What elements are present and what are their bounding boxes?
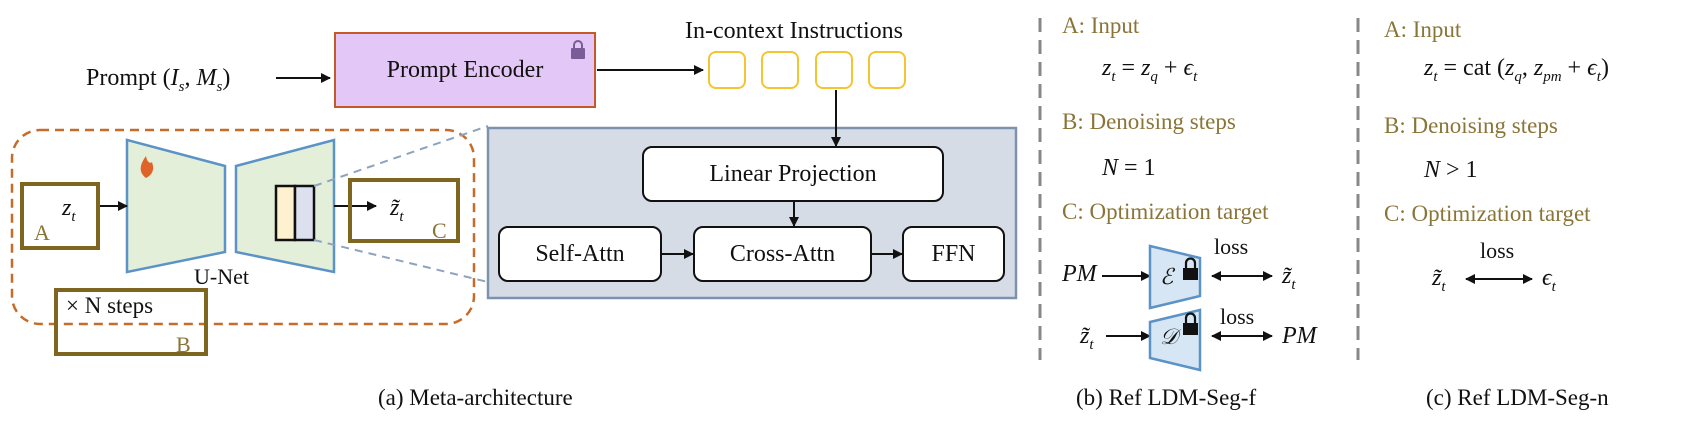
z-tilde-label: z̃t (390, 195, 404, 225)
z-tilde-c: z̃t (1432, 265, 1446, 295)
instruction-token (761, 51, 799, 89)
panel-c-steps-label: B: Denoising steps (1384, 113, 1558, 138)
cross-attn-label: Cross-Attn (729, 240, 836, 267)
pm-target: PM (1282, 323, 1317, 349)
panel-c-steps-eq: N > 1 (1424, 157, 1478, 183)
panel-b-input-label: A: Input (1062, 13, 1140, 38)
pm-label: PM (1062, 261, 1097, 287)
panel-c-input-eq: zt = cat (zq, zpm + ϵt) (1424, 55, 1609, 85)
ffn-block: FFN (902, 226, 1005, 282)
input-box-a (20, 182, 100, 250)
decoder-symbol: 𝒟 (1160, 324, 1178, 349)
self-attn-block: Self-Attn (498, 226, 662, 282)
box-a-letter: A (34, 220, 50, 245)
caption-b: (b) Ref LDM-Seg-f (1076, 385, 1257, 410)
self-attn-label: Self-Attn (535, 240, 625, 267)
box-b-letter: B (176, 332, 191, 357)
vae-encoder-shape (1148, 244, 1202, 310)
lock-icon (1183, 312, 1198, 335)
z-tilde-source: z̃t (1080, 323, 1094, 353)
epsilon-target: ϵt (1542, 265, 1556, 295)
z-tilde-target: z̃t (1282, 263, 1296, 293)
panel-b-target-label: C: Optimization target (1062, 199, 1269, 224)
encoder-symbol: ℰ (1160, 264, 1174, 289)
zt-label: zt (62, 195, 76, 225)
lock-icon (1183, 257, 1198, 280)
steps-box-b (54, 288, 208, 356)
prompt-label: Prompt (Is, Ms) (86, 65, 231, 95)
attention-block-left (274, 184, 297, 242)
instruction-token (815, 51, 853, 89)
flame-icon (140, 156, 154, 178)
panel-c-target-label: C: Optimization target (1384, 201, 1591, 226)
attention-block-right (293, 184, 316, 242)
incontext-title: In-context Instructions (685, 18, 903, 44)
caption-a: (a) Meta-architecture (378, 385, 573, 410)
panel-b-steps-eq: N = 1 (1102, 155, 1156, 181)
steps-label: × N steps (66, 293, 154, 318)
unet-label: U-Net (194, 264, 249, 289)
linear-projection-label: Linear Projection (709, 160, 877, 187)
instruction-token (868, 51, 906, 89)
lock-icon (571, 40, 585, 59)
prompt-encoder-label: Prompt Encoder (386, 56, 544, 83)
unet-region (10, 128, 476, 326)
box-c-letter: C (432, 218, 447, 243)
linear-projection-block: Linear Projection (642, 146, 944, 202)
caption-c: (c) Ref LDM-Seg-n (1426, 385, 1609, 410)
unet-encoder-shape (125, 138, 227, 274)
panel-b-input-eq: zt = zq + ϵt (1102, 55, 1198, 85)
loss-label: loss (1480, 238, 1515, 263)
cross-attn-block: Cross-Attn (693, 226, 872, 282)
panel-b-steps-label: B: Denoising steps (1062, 109, 1236, 134)
zoom-line-bottom (313, 239, 489, 283)
prompt-encoder: Prompt Encoder (334, 32, 596, 108)
loss-label: loss (1220, 304, 1255, 329)
instruction-token (708, 51, 746, 89)
zoom-line-top (313, 125, 489, 187)
ffn-label: FFN (931, 240, 976, 267)
panel-c-input-label: A: Input (1384, 17, 1462, 42)
output-box-c (348, 178, 460, 243)
loss-label: loss (1214, 234, 1249, 259)
